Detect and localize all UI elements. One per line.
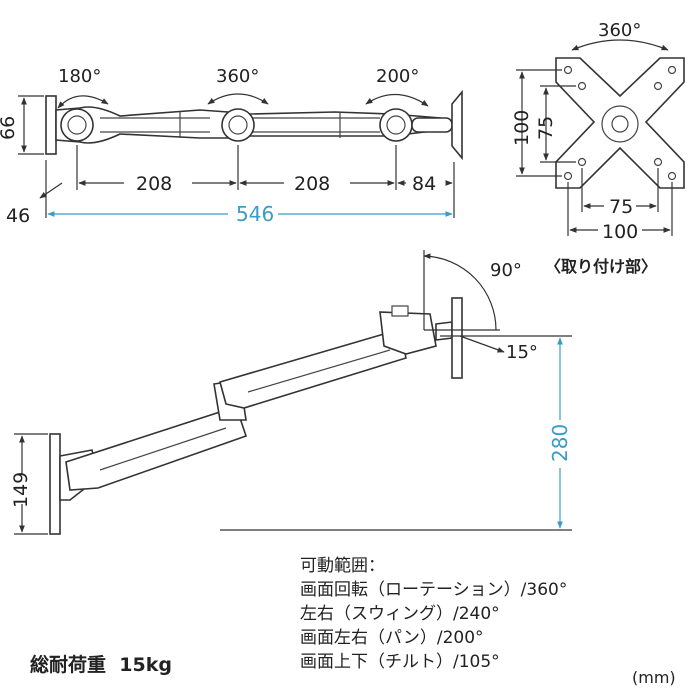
angle-label-joint-1: 180°	[58, 66, 101, 87]
vesa-mount-plate	[555, 57, 685, 189]
spec-swing: 左右（スウィング）/240°	[300, 604, 500, 624]
top-rotation-arcs	[57, 93, 429, 109]
dim-66-lines	[18, 95, 44, 155]
dim-height-range-280: 280	[548, 424, 572, 462]
dim-segment-lines	[39, 145, 455, 218]
angle-label-joint-3: 200°	[376, 66, 419, 87]
plate-inner-horizontal: 75	[609, 196, 633, 218]
dim-280-lines	[220, 335, 572, 531]
plate-caption: 〈取り付け部〉	[545, 257, 657, 276]
load-label: 総耐荷重	[30, 654, 107, 676]
top-monitor-head	[451, 89, 463, 161]
dim-total-546: 546	[236, 202, 274, 226]
plate-rotation-label: 360°	[598, 20, 641, 41]
tilt-down-angle: 15°	[506, 342, 538, 363]
dim-segment-1: 208	[136, 173, 172, 195]
dim-height-66: 66	[0, 116, 19, 140]
tilt-up-angle: 90°	[490, 260, 522, 281]
side-wall-plate	[49, 433, 61, 535]
movement-range-specs: 可動範囲： 画面回転（ローテーション）/360° 左右（スウィング）/240° …	[300, 554, 567, 674]
spec-tilt: 画面上下（チルト）/105°	[300, 652, 500, 672]
dim-offset-46: 46	[6, 205, 30, 227]
dim-149-lines	[14, 433, 48, 535]
dim-segment-2: 208	[294, 173, 330, 195]
spec-pan: 画面左右（パン）/200°	[300, 628, 484, 648]
tilt-arcs	[423, 250, 505, 353]
unit-label: (mm)	[632, 668, 676, 687]
load-value: 15kg	[119, 654, 172, 676]
plate-dim-lines	[516, 69, 673, 236]
plate-outer-horizontal: 100	[602, 221, 638, 243]
top-view-arm	[45, 89, 463, 161]
spec-rotation: 画面回転（ローテーション）/360°	[300, 580, 568, 600]
dim-base-height-149: 149	[10, 472, 32, 508]
top-wall-plate	[45, 95, 57, 155]
plate-rotation-arc	[571, 39, 669, 51]
angle-label-joint-2: 360°	[216, 66, 259, 87]
plate-inner-vertical: 75	[535, 116, 557, 140]
side-head	[379, 311, 437, 355]
side-monitor-plate	[451, 297, 463, 379]
side-view-arm	[49, 297, 463, 535]
specs-heading: 可動範囲：	[300, 556, 385, 576]
side-upper-arm	[219, 333, 407, 409]
dim-segment-3: 84	[412, 173, 436, 195]
total-load: 総耐荷重 15kg	[30, 650, 172, 677]
plate-outer-vertical: 100	[511, 110, 533, 146]
